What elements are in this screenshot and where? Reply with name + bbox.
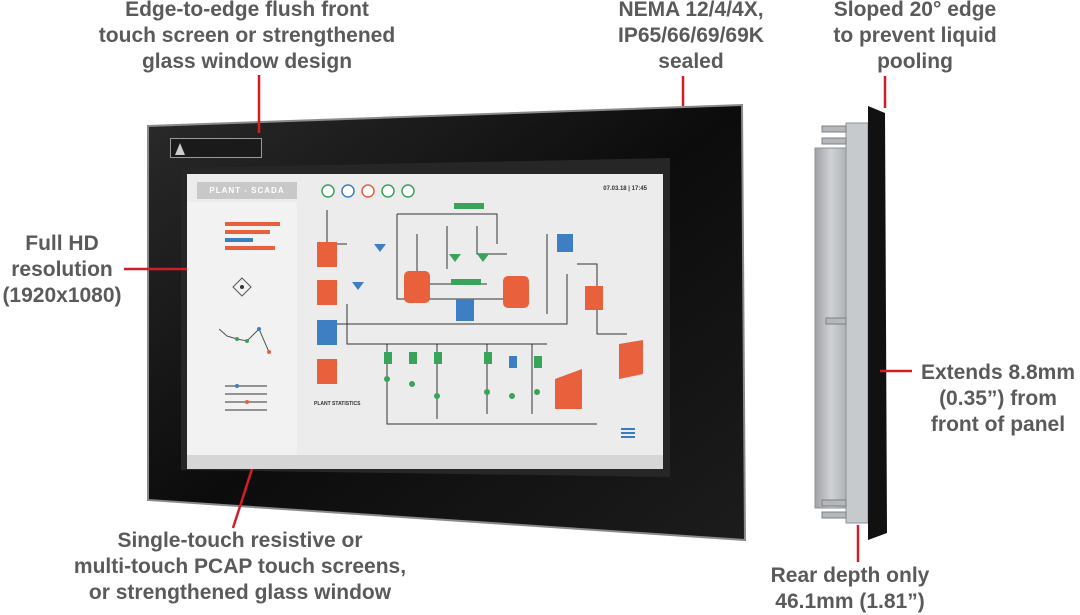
tank-orange <box>404 271 430 303</box>
mounting-stud <box>825 317 847 325</box>
valve-dot <box>409 381 415 387</box>
trend-point <box>257 327 261 331</box>
bar-indicator <box>225 230 270 234</box>
page-title: PLANT - SCADA <box>197 182 297 199</box>
callout-line: glass window design <box>141 50 353 73</box>
callout-line: pooling <box>877 50 953 73</box>
valve-green <box>409 352 417 364</box>
date-time-readout: 07.03.18 | 17:45 <box>603 186 647 192</box>
trend-point <box>245 339 249 343</box>
gauge-dot <box>240 285 244 289</box>
callout-line: resolution <box>11 258 113 281</box>
trend-line <box>218 328 270 353</box>
funnel-blue <box>352 282 364 290</box>
screen-footer-nav[interactable] <box>187 455 663 469</box>
valve-green <box>484 352 492 364</box>
pipe-network <box>317 210 627 425</box>
valve-green <box>534 356 542 368</box>
callout-line: or strengthened glass window <box>88 581 392 604</box>
callout-line: Full HD <box>25 232 99 255</box>
bar-indicator <box>225 238 253 242</box>
callout-line: Extends 8.8mm <box>920 361 1076 384</box>
trend-point <box>267 350 271 354</box>
status-gauge-icon <box>321 184 335 198</box>
status-gauge-icon <box>341 184 355 198</box>
callout-line: NEMA 12/4/4X, <box>618 0 764 21</box>
tank-orange <box>317 280 337 305</box>
callout-line: to prevent liquid <box>833 24 997 47</box>
mounting-stud <box>821 511 847 519</box>
mounting-stud <box>821 125 847 133</box>
side-bezel-edge <box>868 106 887 540</box>
callout-line: front of panel <box>930 413 1066 436</box>
tank-orange <box>503 276 529 308</box>
valve-dot <box>384 376 390 382</box>
brand-logo-mark <box>175 143 185 155</box>
bar-indicator <box>225 222 280 226</box>
valve-green <box>384 352 392 364</box>
funnel-green <box>449 254 461 262</box>
callout-line: Sloped 20° edge <box>833 0 997 21</box>
hopper-orange <box>619 340 643 379</box>
funnel-green <box>477 254 489 262</box>
callout-rear-depth: Rear depth only 46.1mm (1.81”) <box>745 563 955 615</box>
status-gauge-icon <box>401 184 415 198</box>
callout-line: IP65/66/69/69K <box>618 24 764 47</box>
tank-blue <box>317 320 337 345</box>
status-gauge-icon <box>381 184 395 198</box>
valve-dot <box>534 389 540 395</box>
callout-extends: Extends 8.8mm (0.35”) from front of pane… <box>916 360 1080 438</box>
callout-touch-types: Single-touch resistive or multi-touch PC… <box>60 528 420 606</box>
slider-thumb <box>235 384 239 388</box>
callout-line: multi-touch PCAP touch screens, <box>73 555 407 578</box>
scada-screen[interactable]: PLANT - SCADA 07.03.18 | 17:45 PLANT STA… <box>187 174 663 469</box>
sidebar-panel <box>187 202 297 455</box>
valve-dot <box>434 393 440 399</box>
hopper-orange <box>555 369 582 409</box>
callout-line: Edge-to-edge flush front <box>125 0 369 21</box>
tank-orange <box>317 359 337 384</box>
callout-line: touch screen or strengthened <box>98 24 396 47</box>
callout-flush-front: Edge-to-edge flush front touch screen or… <box>92 0 402 75</box>
bar-indicator <box>225 246 275 250</box>
side-flange <box>845 122 869 524</box>
valve-dot <box>509 393 515 399</box>
callout-nema-sealed: NEMA 12/4/4X, IP65/66/69/69K sealed <box>596 0 786 75</box>
callout-line: sealed <box>658 50 724 73</box>
callout-line: Single-touch resistive or <box>117 529 363 552</box>
side-housing <box>814 147 848 509</box>
slider-thumb <box>245 400 249 404</box>
tank-orange <box>585 286 603 310</box>
diamond-gauge <box>232 277 252 297</box>
valve-blue <box>509 356 517 368</box>
valve-green <box>451 279 481 285</box>
scada-diagram <box>187 184 643 455</box>
callout-line: 46.1mm (1.81”) <box>775 590 925 613</box>
callout-sloped-edge: Sloped 20° edge to prevent liquid poolin… <box>820 0 1010 75</box>
status-gauge-icon <box>361 184 375 198</box>
valve-green <box>454 203 484 209</box>
brand-logo <box>170 138 262 158</box>
callout-line: (0.35”) from <box>939 387 1057 410</box>
valve-green <box>434 352 442 364</box>
mounting-stud <box>821 137 847 145</box>
tank-blue <box>456 299 474 321</box>
tank-blue <box>557 234 573 252</box>
valve-dot <box>484 389 490 395</box>
callout-full-hd: Full HD resolution (1920x1080) <box>0 231 124 309</box>
trend-point <box>235 337 239 341</box>
callout-line: Rear depth only <box>770 564 930 587</box>
funnel-blue <box>374 244 386 252</box>
plant-statistics-heading: PLANT STATISTICS <box>314 401 361 407</box>
tank-orange <box>317 242 337 267</box>
mounting-stud <box>821 499 847 507</box>
callout-line: (1920x1080) <box>2 284 122 307</box>
menu-icon[interactable] <box>621 428 635 440</box>
